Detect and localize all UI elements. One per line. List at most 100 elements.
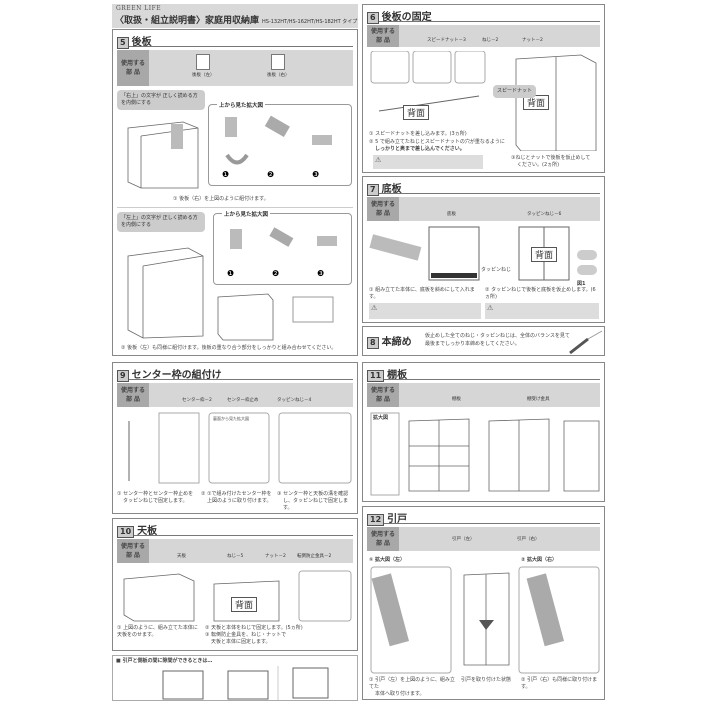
parts-label: 使用する 部 品 <box>367 383 399 407</box>
gap-adjustment-note: ■ 引戸と側板の間に隙間ができるときは… <box>112 655 358 701</box>
section-number: 11 <box>367 370 385 382</box>
step-2: ② ①で組み付けたセンター枠を <box>201 491 272 497</box>
section-number: 9 <box>117 370 129 382</box>
parts-list: 使用する 部 品 スピードナット－3 ねじ－2 ナット－2 <box>367 25 600 47</box>
step-3-continued: ください。(2ヵ所) <box>517 162 560 168</box>
top-panel-illustration <box>123 570 352 622</box>
callout-orientation-2: 「左上」の文字が 正しく読める方を内側にする <box>117 212 205 232</box>
part-speed-nut: スピードナット－3 <box>427 38 466 43</box>
warning-note <box>485 303 599 319</box>
back-label: 背面 <box>231 597 258 612</box>
warning-note <box>373 155 483 169</box>
parts-label: 使用する 部 品 <box>367 25 399 47</box>
section-number: 12 <box>367 514 385 526</box>
callout-orientation: 「右上」の文字が 正しく読める方を内側にする <box>117 90 205 110</box>
section-number: 7 <box>367 184 379 196</box>
section-title: 本締め <box>381 337 412 348</box>
part-tapping-screw: タッピンねじ－6 <box>527 212 562 217</box>
section-title: 後板 <box>131 37 152 48</box>
step-1: ① センター枠とセンター枠止めを <box>117 491 194 497</box>
speed-nut-illustration <box>370 51 486 112</box>
section-title: 引戸 <box>387 514 408 525</box>
part-screw: ねじ－5 <box>227 554 244 559</box>
part-bottom-panel: 底板 <box>447 212 456 217</box>
title-text: 〈取扱・組立説明書〉家庭用収納庫 <box>115 16 260 26</box>
part-sliding-door-right: 引戸（右） <box>517 537 540 542</box>
section-title: 天板 <box>137 526 158 537</box>
part-shelf: 棚板 <box>452 397 461 402</box>
note-title: ■ 引戸と側板の間に隙間ができるときは… <box>116 658 213 664</box>
shelf-illustration <box>370 412 600 496</box>
svg-text:❷: ❷ <box>267 170 274 179</box>
part-item: 後板（左） <box>192 54 215 78</box>
zoom-title: 上から見た拡大図 <box>222 210 271 218</box>
step-1-continued: タッピンねじで固定します。 <box>123 498 188 504</box>
step-2: ② タッピンねじで後板と底板を仮止めします。(6ヵ所) <box>485 287 596 300</box>
svg-text:❷: ❷ <box>272 269 279 278</box>
part-center-frame-stopper: センター枠止め <box>227 398 259 403</box>
cabinet-back-illustration <box>515 54 597 151</box>
part-screw: ねじ－2 <box>482 38 499 43</box>
warning-note <box>369 303 481 319</box>
step-2-continued: 上図のように取り付けます。 <box>207 498 272 504</box>
part-nut: ナット－2 <box>522 38 543 43</box>
zoom-view-top-2: 上から見た拡大図 ❶ ❷ ❸ <box>213 210 352 285</box>
section-title: 底板 <box>381 184 402 195</box>
parts-list: 使用する 部 品 後板（左） 後板（右） <box>117 50 353 86</box>
panel-icon <box>271 54 286 70</box>
tightening-text-1: 仮止めした全てのねじ・タッピンねじは、全体のバランスを見て <box>425 333 570 339</box>
step-3: ③ センター枠と天板の溝を確認 <box>277 491 349 497</box>
step-2: ② 天板と本体をねじで固定します。(5ヵ所) <box>205 625 303 631</box>
svg-text:❶: ❶ <box>227 269 234 278</box>
zoom-left-title: ① 拡大図（左） <box>369 557 405 563</box>
section-number: 6 <box>367 12 379 24</box>
step-1: ① 後板（右）を上図のように組付けます。 <box>173 196 269 202</box>
svg-text:❸: ❸ <box>317 269 324 278</box>
screwdriver-icon <box>569 330 603 355</box>
section-number: 5 <box>117 37 129 49</box>
step-1: ① スピードナットを差し込みます。(3ヵ所) <box>369 131 467 137</box>
part-nut: ナット－2 <box>265 554 286 559</box>
panel-icon <box>196 54 211 70</box>
step-2: ② 引戸（右）も同様に取り付けます。 <box>521 677 598 690</box>
step-3-continued: 天板と本体に固定します。 <box>211 639 271 645</box>
installed-caption: 引戸を取り付けた状態 <box>461 677 512 683</box>
brand: GREEN LIFE <box>116 5 162 12</box>
section-number: 8 <box>367 337 379 349</box>
zoom-right-title: ② 拡大図（右） <box>521 557 557 563</box>
speed-nut-label: スピードナット <box>493 85 537 98</box>
part-tapping-screw: タッピンねじ－4 <box>277 398 312 403</box>
svg-text:❸: ❸ <box>312 170 319 179</box>
part-label: 後板（左） <box>192 73 215 78</box>
section-number: 10 <box>117 526 135 538</box>
step-1-continued: 本体へ取り付けます。 <box>375 691 425 697</box>
parts-list: 使用する 部 品 天板 ねじ－5 ナット－2 転倒防止金具－2 <box>117 539 353 563</box>
zoom-label: 拡大図 <box>373 415 389 421</box>
door-gap-illustration <box>162 666 329 700</box>
zoom-title: 上から見た拡大図 <box>217 101 266 109</box>
cabinet-illustration <box>127 247 204 339</box>
step-1: ① 組み立てた本体に、底板を斜めにして入れます。 <box>369 287 475 300</box>
parts-label: 使用する 部 品 <box>117 383 149 407</box>
parts-label: 使用する 部 品 <box>367 197 399 221</box>
sliding-door-illustration <box>370 566 600 674</box>
section-title: 棚板 <box>387 370 408 381</box>
parts-label: 使用する 部 品 <box>117 539 149 563</box>
step-3: ③ 転倒防止金具を、ねじ・ナットで <box>205 632 287 638</box>
model-numbers: HS-132HT/HS-162HT/HS-182HT タイプ <box>262 19 358 25</box>
tightening-text-2: 最後までしっかり本締めをしてください。 <box>425 341 520 347</box>
